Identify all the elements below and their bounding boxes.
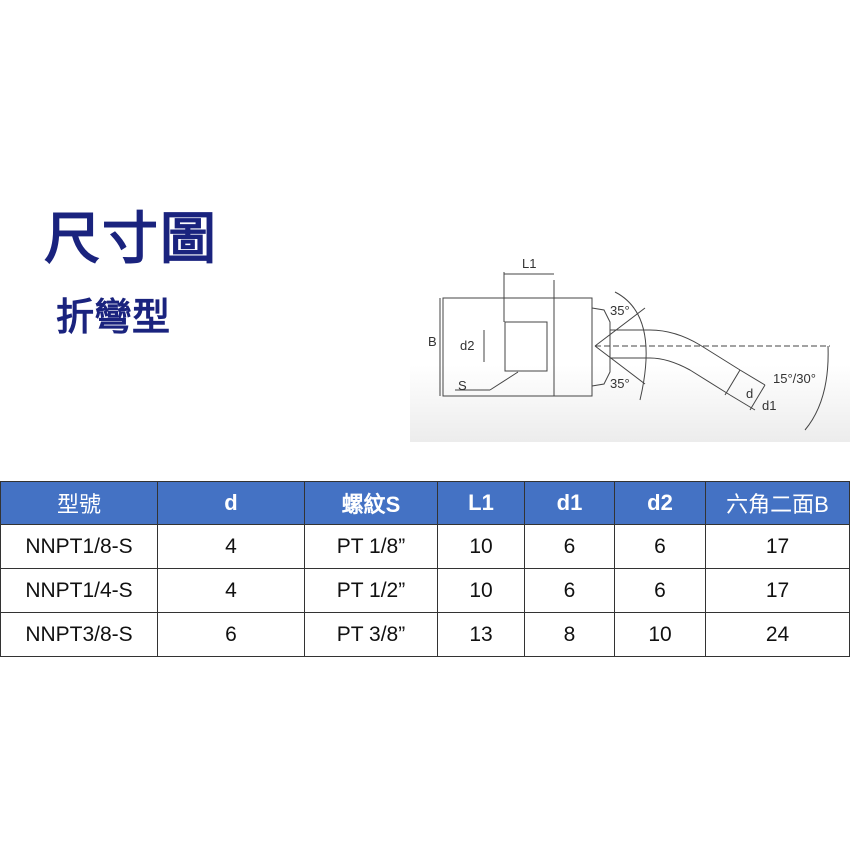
cell: 8 bbox=[524, 612, 615, 657]
cell: NNPT1/8-S bbox=[0, 524, 158, 569]
label-d2: d2 bbox=[460, 338, 474, 353]
cell: PT 1/2” bbox=[304, 568, 438, 613]
label-angle-bottom: 35° bbox=[610, 376, 630, 391]
header-d: d bbox=[157, 481, 305, 525]
dimension-drawing: L1 B d2 S 35° 35° 15°/30° d d1 bbox=[410, 250, 850, 442]
cell: 6 bbox=[157, 612, 305, 657]
cell: 6 bbox=[524, 524, 615, 569]
cell: 6 bbox=[524, 568, 615, 613]
cell: 4 bbox=[157, 568, 305, 613]
cell: 17 bbox=[705, 524, 850, 569]
fitting-diagram: L1 B d2 S 35° 35° 15°/30° d d1 bbox=[428, 256, 830, 431]
label-L1: L1 bbox=[522, 256, 536, 271]
cell: 6 bbox=[614, 524, 706, 569]
cell: 6 bbox=[614, 568, 706, 613]
header-model: 型號 bbox=[0, 481, 158, 525]
label-angle-top: 35° bbox=[610, 303, 630, 318]
cell: 10 bbox=[437, 568, 525, 613]
cell: 4 bbox=[157, 524, 305, 569]
header-L1: L1 bbox=[437, 481, 525, 525]
cell: 10 bbox=[614, 612, 706, 657]
header-d1: d1 bbox=[524, 481, 615, 525]
label-S: S bbox=[458, 378, 467, 393]
page-subtitle: 折彎型 bbox=[56, 295, 171, 339]
cell: 10 bbox=[437, 524, 525, 569]
cell: NNPT1/4-S bbox=[0, 568, 158, 613]
cell: NNPT3/8-S bbox=[0, 612, 158, 657]
cell: PT 1/8” bbox=[304, 524, 438, 569]
header-hex-B: 六角二面B bbox=[705, 481, 850, 525]
header-thread: 螺紋S bbox=[304, 481, 438, 525]
cell: 17 bbox=[705, 568, 850, 613]
label-d: d bbox=[746, 386, 753, 401]
label-bend-angle: 15°/30° bbox=[773, 371, 816, 386]
cell: PT 3/8” bbox=[304, 612, 438, 657]
label-d1: d1 bbox=[762, 398, 776, 413]
cell: 13 bbox=[437, 612, 525, 657]
header-d2: d2 bbox=[614, 481, 706, 525]
table-header-row: 型號 d 螺紋S L1 d1 d2 六角二面B bbox=[0, 481, 850, 525]
page-title: 尺寸圖 bbox=[44, 207, 218, 272]
cell: 24 bbox=[705, 612, 850, 657]
label-B: B bbox=[428, 334, 437, 349]
